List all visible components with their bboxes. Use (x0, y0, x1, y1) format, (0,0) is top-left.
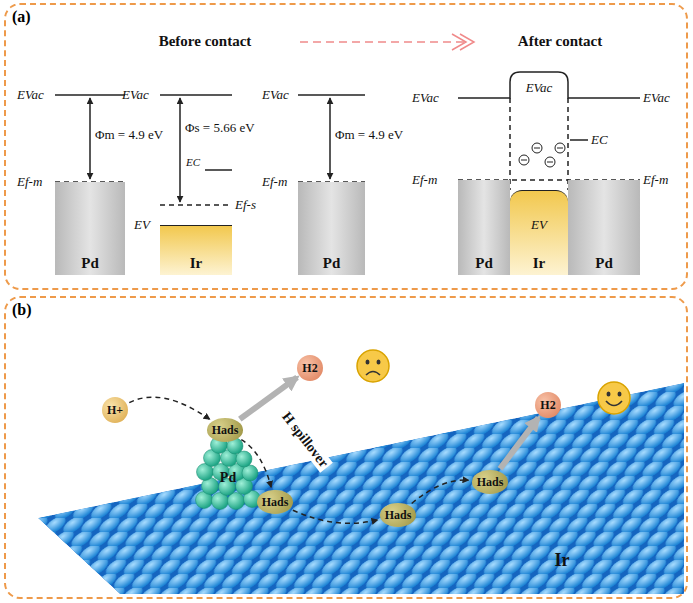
work-function: Φm = 4.9 eV (335, 128, 403, 143)
work-function: Φm = 4.9 eV (95, 128, 163, 143)
adsorbed-hydrogen: Hads (380, 503, 417, 527)
energy-level: Ef-m (262, 175, 287, 190)
panel-tag: (a) (12, 8, 31, 26)
atom-label: Hads (477, 475, 504, 490)
material-label: Pd (81, 255, 99, 275)
energy-level: EVac (122, 88, 149, 103)
material-label: Ir (555, 550, 570, 571)
migration-arrow (412, 480, 469, 503)
sad-face (357, 350, 389, 382)
energy-level: Ef-m (17, 175, 42, 190)
atom-label: H2 (302, 361, 317, 376)
adsorbed-hydrogen: Hads (472, 470, 509, 494)
happy-face (598, 382, 630, 414)
adsorbed-hydrogen: Hads (257, 490, 294, 514)
atom-label: Hads (262, 495, 289, 510)
valence-band: Ir (160, 225, 232, 275)
metal-band: Pd (298, 182, 365, 275)
material-label: Ir (533, 255, 546, 275)
section-heading: After contact (518, 33, 602, 50)
figure-panel: (b)H+HadsH2HadsHadsHadsH2 (4, 296, 688, 599)
material-label: Pd (595, 255, 613, 275)
material-label: Pd (323, 255, 341, 275)
proton: H+ (102, 397, 128, 423)
energy-level: Ef-s (235, 198, 256, 213)
energy-level: EVac (412, 91, 439, 106)
ir-slab (38, 383, 684, 594)
energy-level: Ef-m (643, 173, 668, 188)
metal-band: Pd (458, 180, 510, 275)
metal-band: Pd (55, 182, 125, 275)
atom-label: H2 (540, 398, 555, 413)
atom-label: H+ (107, 403, 123, 418)
band-diagram (55, 34, 640, 205)
energy-level: EVac (17, 88, 44, 103)
energy-level: Ef-m (412, 173, 437, 188)
hydrogen-molecule: H2 (535, 392, 561, 418)
energy-level: EC (186, 156, 200, 169)
energy-level: EV (531, 218, 547, 233)
material-label: Pd (475, 255, 493, 275)
migration-arrow (129, 397, 210, 419)
hydrogen-molecule: H2 (297, 355, 323, 381)
work-function: Φs = 5.66 eV (185, 121, 255, 136)
atom-label: Hads (385, 508, 412, 523)
desorption-arrow (500, 418, 538, 469)
energy-level: EVac (643, 91, 670, 106)
energy-level: EVac (262, 88, 289, 103)
energy-level: EC (591, 133, 608, 148)
section-heading: Before contact (159, 33, 252, 50)
migration-arrow (241, 440, 271, 488)
atom-label: Hads (212, 423, 239, 438)
panel-tag: (b) (12, 301, 32, 319)
bent-valence-band: Ir (510, 190, 568, 275)
metal-band: Pd (568, 180, 640, 275)
energy-level: EVac (526, 81, 553, 96)
material-label: Ir (190, 255, 203, 275)
material-label: Pd (220, 470, 236, 486)
adsorbed-hydrogen: Hads (207, 418, 244, 442)
migration-arrow (293, 510, 378, 523)
energy-level: EV (134, 218, 150, 233)
